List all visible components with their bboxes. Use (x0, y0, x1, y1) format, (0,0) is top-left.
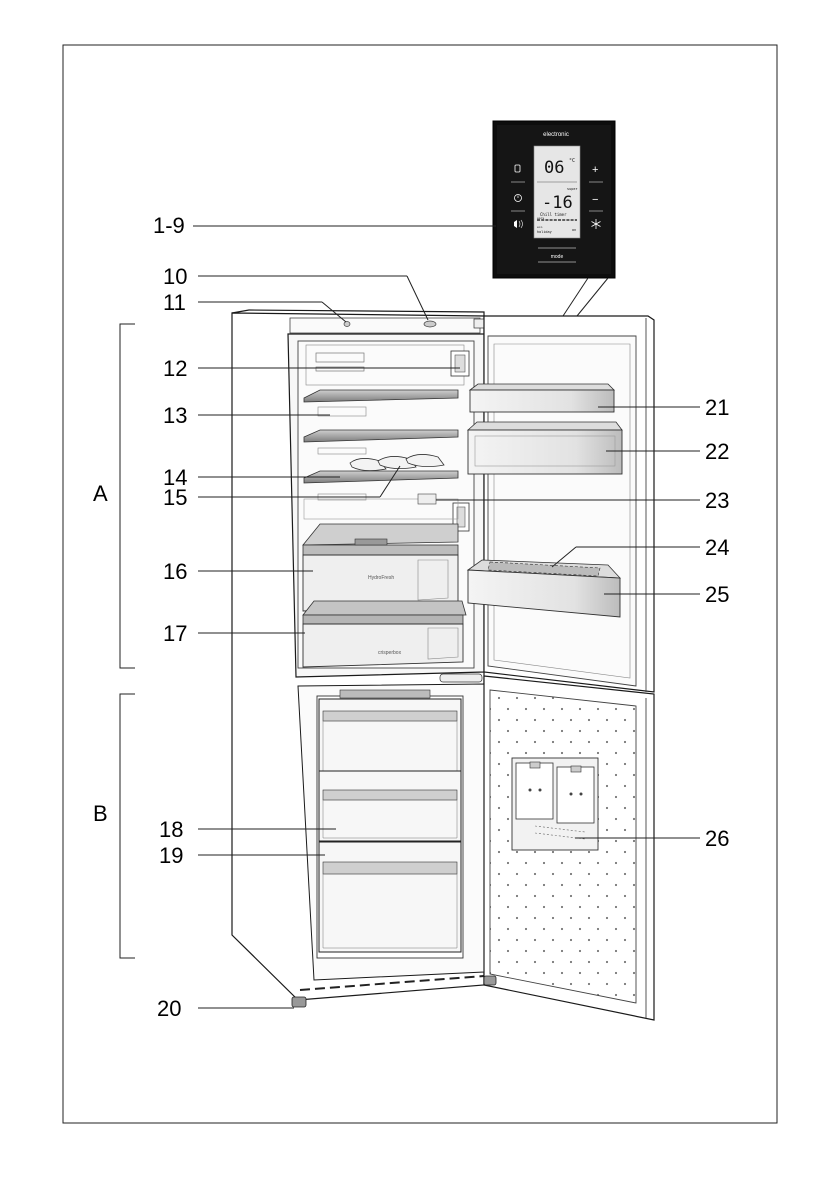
label-11: 11 (163, 290, 186, 315)
section-a-bracket (119, 323, 135, 669)
timer-icon[interactable] (514, 194, 522, 202)
hydrofresh-drawer: HydroFresh (302, 523, 459, 612)
label-14: 14 (163, 465, 187, 490)
leader-lines (193, 225, 700, 1009)
bar-left-label: ears (537, 216, 544, 220)
fridge-icon[interactable] (514, 164, 521, 173)
crisper-text: crisperbox (378, 650, 402, 656)
door-shelf-large (466, 421, 623, 475)
label-25: 25 (705, 582, 729, 607)
bar-right-label: on (572, 228, 576, 232)
fridge-door (483, 315, 655, 693)
minus-button[interactable]: − (592, 194, 598, 206)
label-13: 13 (163, 403, 187, 428)
control-panel: electronic 06 °C super -16 Chill timer e… (492, 120, 616, 279)
freezer-temp: -16 (542, 193, 573, 213)
lcd-display (533, 145, 581, 239)
hydrofresh-text: HydroFresh (368, 575, 394, 581)
chiller-label: Chill timer (540, 212, 567, 217)
section-b-label: B (93, 801, 108, 826)
section-b-bracket (119, 693, 135, 959)
bottle-shelf (466, 559, 621, 618)
label-24: 24 (705, 535, 729, 560)
panel-brand: electronic (543, 132, 569, 138)
door-shelf-top (468, 383, 615, 413)
label-20: 20 (157, 996, 181, 1021)
mode-button[interactable]: mode (551, 254, 564, 260)
label-26: 26 (705, 826, 729, 851)
label-1-9: 1-9 (153, 213, 185, 238)
holiday-label: holiday (537, 230, 552, 234)
fridge-unit: °C (569, 158, 575, 164)
snowflake-icon[interactable] (591, 219, 601, 229)
alarm-off-icon[interactable] (514, 219, 523, 229)
plus-button[interactable]: + (592, 164, 598, 176)
eco-label: eco (537, 225, 543, 229)
freezer-compartment (297, 683, 485, 991)
section-a-label: A (93, 481, 108, 506)
page-frame (62, 44, 778, 1124)
flap-vent (417, 493, 437, 505)
label-18: 18 (159, 817, 183, 842)
label-22: 22 (705, 439, 729, 464)
label-21: 21 (705, 395, 729, 420)
crisper-drawer: crisperbox (302, 600, 467, 668)
label-23: 23 (705, 488, 729, 513)
label-12: 12 (163, 356, 187, 381)
label-19: 19 (159, 843, 183, 868)
egg-tray (349, 454, 445, 471)
fridge-temp: 06 (544, 158, 564, 178)
ice-packs (511, 757, 599, 851)
super-label: super (567, 187, 578, 191)
label-16: 16 (163, 559, 187, 584)
adjustable-feet (291, 975, 497, 1008)
label-17: 17 (163, 621, 187, 646)
label-10: 10 (163, 264, 187, 289)
label-15: 15 (163, 485, 187, 510)
